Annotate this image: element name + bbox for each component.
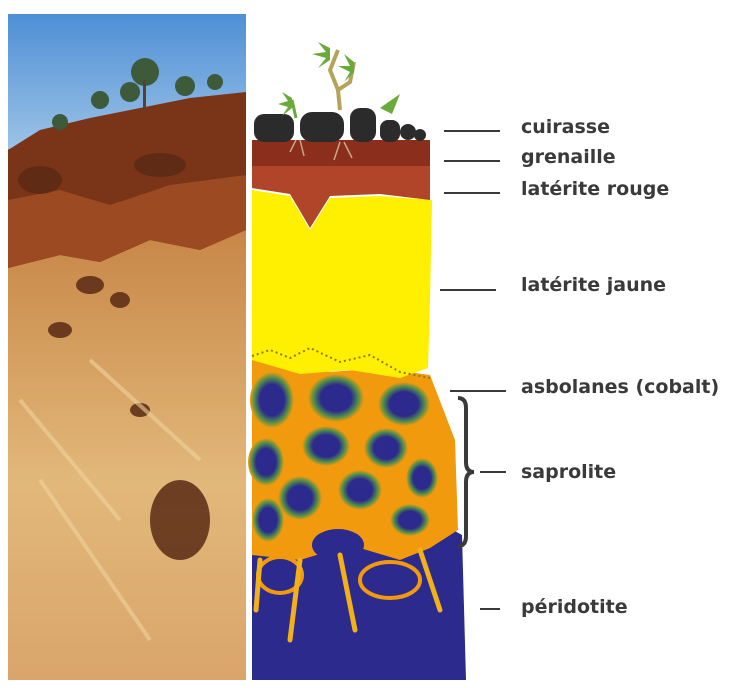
label-peridotite: péridotite [521,598,628,617]
laterite-jaune-layer [252,190,432,378]
diagram-profile [248,42,466,680]
outcrop-photo [8,14,246,680]
grenaille-layer [252,140,430,166]
saprolite-brace [458,398,474,546]
label-cuirasse: cuirasse [521,118,610,137]
label-asbolanes: asbolanes (cobalt) [521,378,719,397]
label-laterite-rouge: latérite rouge [521,180,669,199]
label-saprolite: saprolite [521,463,616,482]
label-laterite-jaune: latérite jaune [521,276,666,295]
label-grenaille: grenaille [521,148,616,167]
cuirasse-layer [254,108,426,142]
